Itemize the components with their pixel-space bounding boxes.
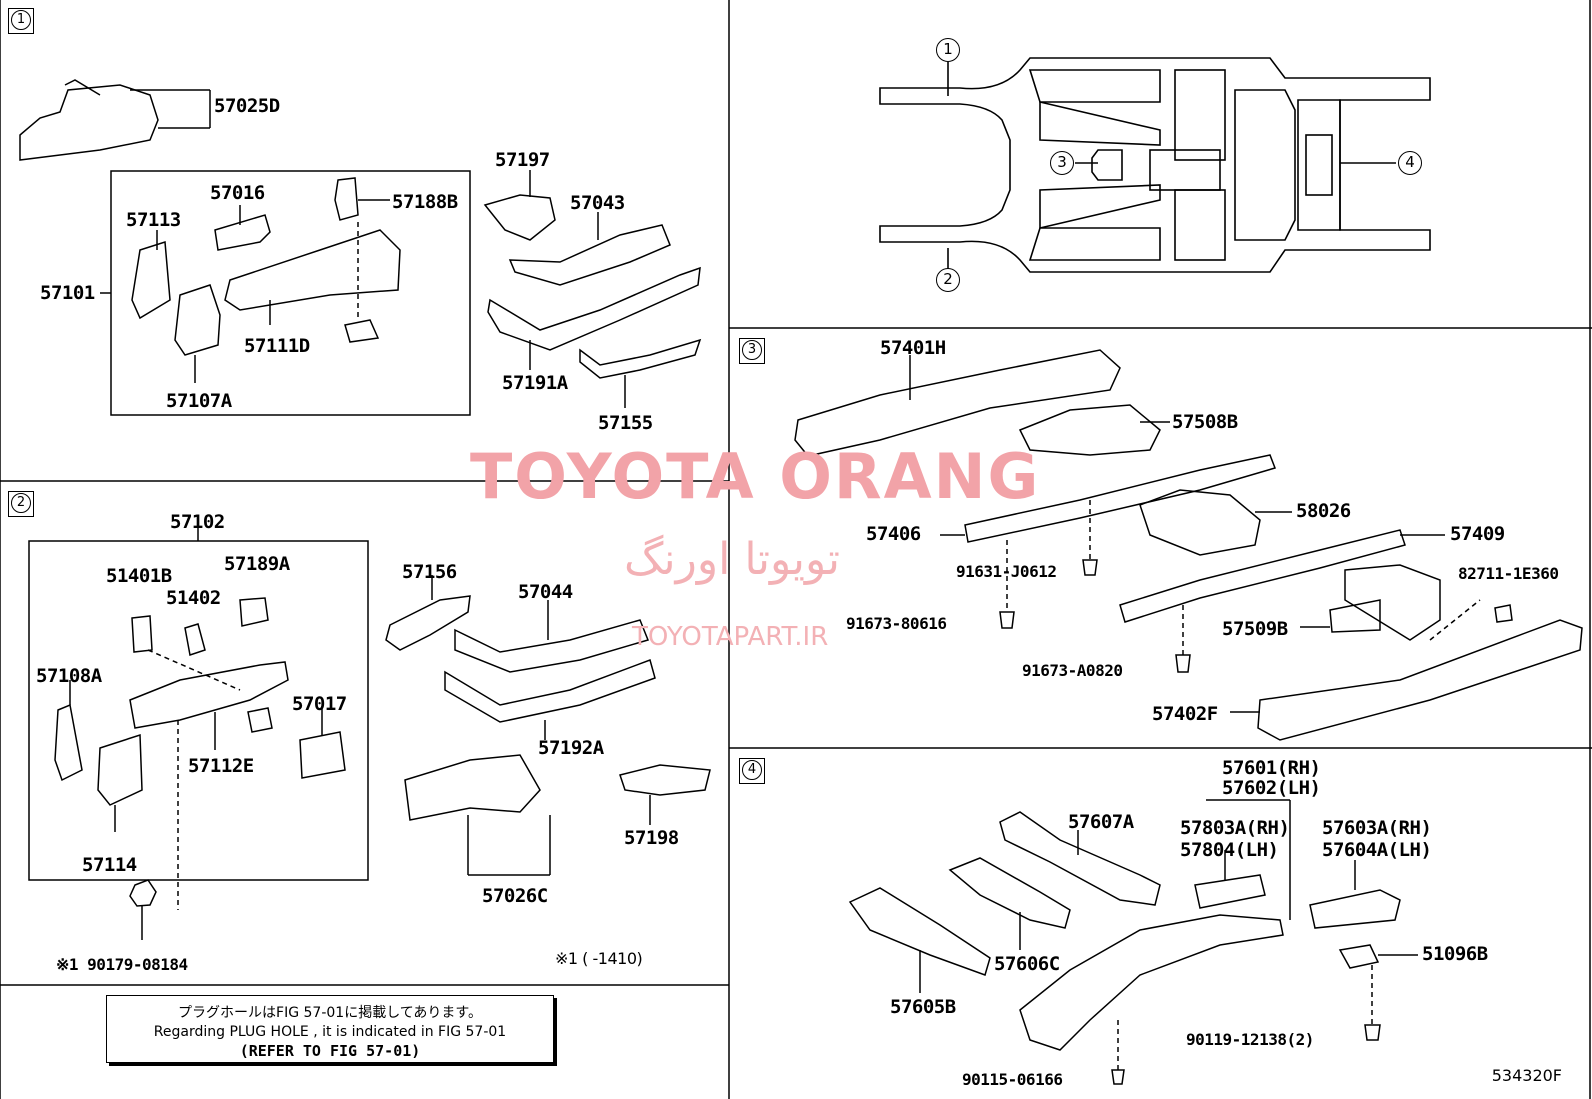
part-label: 57605B: [890, 996, 956, 1018]
part-label: 57508B: [1172, 411, 1238, 433]
section-4-badge: 4: [739, 758, 765, 784]
part-label: 57803A(RH): [1180, 817, 1290, 839]
part-label: 57191A: [502, 372, 568, 394]
part-label: 57026C: [482, 885, 548, 907]
part-label: 57107A: [166, 390, 232, 412]
part-label: 57017: [292, 693, 347, 715]
figure-id: 534320F: [1491, 1066, 1562, 1085]
part-label: 57025D: [214, 95, 280, 117]
overview-callout-3: 3: [1050, 151, 1074, 175]
watermark-brand-fa: تويوتا اورنگ: [624, 534, 840, 585]
section-3-badge: 3: [739, 338, 765, 364]
overview-callout-2: 2: [936, 268, 960, 292]
part-label: 57111D: [244, 335, 310, 357]
part-label: 57607A: [1068, 811, 1134, 833]
section-2-badge: 2: [8, 491, 34, 517]
part-label: 57606C: [994, 953, 1060, 975]
note-english: Regarding PLUG HOLE , it is indicated in…: [153, 1024, 507, 1040]
part-label: 82711-1E360: [1458, 564, 1559, 583]
part-label: 57114: [82, 854, 137, 876]
part-label: 57189A: [224, 553, 290, 575]
part-label: 91673-A0820: [1022, 661, 1123, 680]
part-label: 57101: [40, 282, 95, 304]
watermark-brand: TOYOTA ORANG: [470, 440, 1041, 513]
part-label: 57112E: [188, 755, 254, 777]
part-label: 57198: [624, 827, 679, 849]
overview-callout-1: 1: [936, 38, 960, 62]
part-label: 57102: [170, 511, 225, 533]
part-label: 57409: [1450, 523, 1505, 545]
part-label: 91631-J0612: [956, 562, 1057, 581]
part-label: 57406: [866, 523, 921, 545]
part-label: 57602(LH): [1222, 777, 1321, 799]
section-1-badge: 1: [8, 8, 34, 34]
part-label: 90115-06166: [962, 1070, 1063, 1089]
part-label: ※1 90179-08184: [56, 955, 188, 974]
part-label: 57016: [210, 182, 265, 204]
part-label: 51401B: [106, 565, 172, 587]
part-label: 57044: [518, 581, 573, 603]
part-label: 51096B: [1422, 943, 1488, 965]
part-label: 57043: [570, 192, 625, 214]
part-label: 57401H: [880, 337, 946, 359]
part-label: 57192A: [538, 737, 604, 759]
part-label: 57155: [598, 412, 653, 434]
note-reference: (REFER TO FIG 57-01): [239, 1042, 421, 1060]
overview-callout-4: 4: [1398, 151, 1422, 175]
plug-hole-note: プラグホールはFIG 57-01に掲載してあります。 Regarding PLU…: [106, 995, 554, 1063]
part-label: 51402: [166, 587, 221, 609]
part-label: 57402F: [1152, 703, 1218, 725]
part-label: ※1 ( -1410): [555, 949, 643, 968]
part-label: 57509B: [1222, 618, 1288, 640]
part-label: 90119-12138(2): [1186, 1030, 1314, 1049]
part-label: 57604A(LH): [1322, 839, 1432, 861]
part-label: 57188B: [392, 191, 458, 213]
part-label: 57156: [402, 561, 457, 583]
note-japanese: プラグホールはFIG 57-01に掲載してあります。: [178, 1005, 482, 1021]
watermark-site: TOYOTAPART.IR: [632, 622, 829, 652]
part-label: 58026: [1296, 500, 1351, 522]
part-label: 91673-80616: [846, 614, 947, 633]
part-label: 57108A: [36, 665, 102, 687]
part-label: 57601(RH): [1222, 757, 1321, 779]
part-label: 57197: [495, 149, 550, 171]
part-label: 57804(LH): [1180, 839, 1279, 861]
part-label: 57603A(RH): [1322, 817, 1432, 839]
part-label: 57113: [126, 209, 181, 231]
